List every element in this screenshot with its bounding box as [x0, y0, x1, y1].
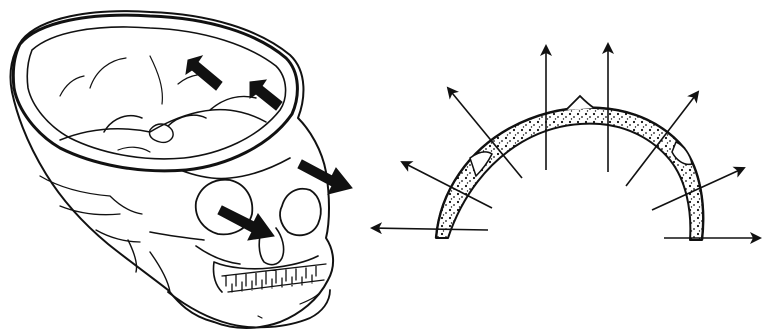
sagittal-crest — [566, 96, 594, 110]
calvaria-inner-rim — [27, 27, 285, 159]
arrow-cranial-fossa-2 — [250, 80, 282, 110]
petrous-ridge — [104, 97, 256, 133]
mental-detail — [258, 290, 322, 318]
mastoid — [128, 240, 170, 292]
vault-section — [372, 44, 760, 240]
dorsum-sellae — [149, 124, 173, 142]
zygomatic-arch — [150, 232, 240, 264]
skull-illustration — [10, 11, 333, 328]
orbit-right — [280, 189, 321, 235]
arrow-cranial-fossa-1 — [186, 56, 222, 90]
temporal-lines — [40, 176, 142, 242]
skull-arrows — [186, 56, 352, 240]
mandible — [168, 290, 330, 327]
vector-lateral-left — [372, 228, 488, 230]
